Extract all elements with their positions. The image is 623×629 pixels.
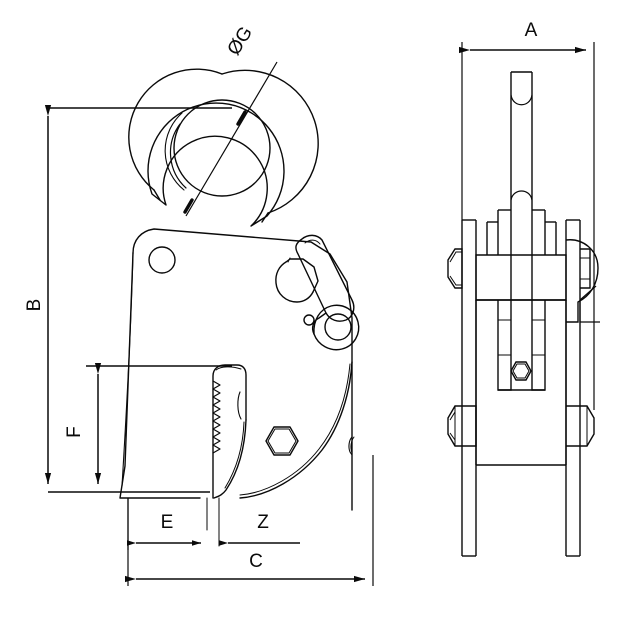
label-F: F [64,426,85,438]
cam-lever-arm-top-highlight [304,239,321,245]
hex-nut-left-upper-facet2 [449,275,462,286]
clamp-body-left-edge-inner [121,252,134,487]
cam-lever-assembly [275,234,360,351]
jaw-slot-outline [212,364,247,499]
shackle-eye-outer-ring [147,102,285,227]
rear-hook-lug-step [579,300,600,323]
label-A: A [525,20,538,41]
side-hex-nuts-lower [447,405,595,447]
shackle-eye-outer-left [128,68,223,191]
shackle-eye-bore [173,99,271,197]
clamp-body-bottom-arc [239,361,353,499]
clamp-body-outline [119,228,355,511]
dimension-C [125,455,374,586]
label-C: C [249,551,263,572]
hex-bolt-lower-inner [267,428,297,454]
shackle-eye [128,68,319,227]
hex-nut-left-lower-facet2 [449,432,456,441]
label-E: E [161,512,174,533]
hex-nut-left-upper-facet [449,251,462,263]
cam-lever-boss [313,304,360,351]
cam-pivot-hole [324,313,352,341]
shackle-eye-bore-inner-edge [169,123,187,189]
jaw-cam-pivot-detail [237,391,242,420]
hex-nut-right-upper [580,248,591,289]
lever-shoulder-block [486,209,557,255]
hex-bolt-centre-outline [510,361,532,381]
dimension-B [44,105,232,493]
hex-nut-upper-left [275,261,314,303]
dimension-G [183,61,278,217]
lever-stem-lower-radius [510,190,533,201]
hex-nut-right-lower [566,405,595,447]
cam-lever-arm [295,234,355,322]
hex-nut-left-upper [447,248,463,289]
dimension-G-leader [185,61,278,217]
shackle-eye-bore-chamfer [164,112,185,191]
hex-bolt-centre-inner [512,363,530,379]
dimension-G-arrow-upper [236,110,247,126]
internal-spindle-bars [497,300,546,391]
shackle-eye-outer-right [221,69,319,214]
side-elevation-view [119,68,360,547]
jaw-slot-cam-inner [224,421,245,489]
hex-bolt-lower [265,426,299,456]
label-B: B [24,299,45,312]
jaw-serrated-teeth [212,380,221,454]
jaw-slot-top-edge [215,366,242,371]
lever-stem-top-radius [510,94,533,106]
dimension-F [86,363,232,484]
body-pin-hole [148,246,176,274]
front-elevation-view [447,71,600,557]
side-hex-nuts-upper [447,248,591,289]
rear-hook-lug-chamfer [579,285,597,301]
cam-lever-small-hole [303,314,315,326]
rear-hook-lug [565,239,600,323]
label-Z: Z [257,512,269,533]
dimension-G-arrow-lower [183,198,194,214]
hex-bolt-centre [510,361,532,381]
rear-hook-lug-profile [565,239,599,323]
hex-nut-left-lower-facet [449,411,456,421]
dimension-A [459,42,595,410]
jaw-throat [206,364,247,547]
lever-stem [510,71,533,300]
clamp-body-upper-right-profile [132,228,353,511]
shackle-eye-taper-right [261,212,269,223]
clamp-body-right-notch-inner [350,436,355,454]
clamp-body-right-notch [348,436,353,456]
hex-nut-upper-facet [287,257,291,263]
shackle-eye-taper-left [153,189,161,201]
jaw-slot-cam-profile [213,419,247,499]
hex-bolt-lower-outline [265,426,299,456]
clamp-body-bottom-arc-inner [239,363,351,496]
